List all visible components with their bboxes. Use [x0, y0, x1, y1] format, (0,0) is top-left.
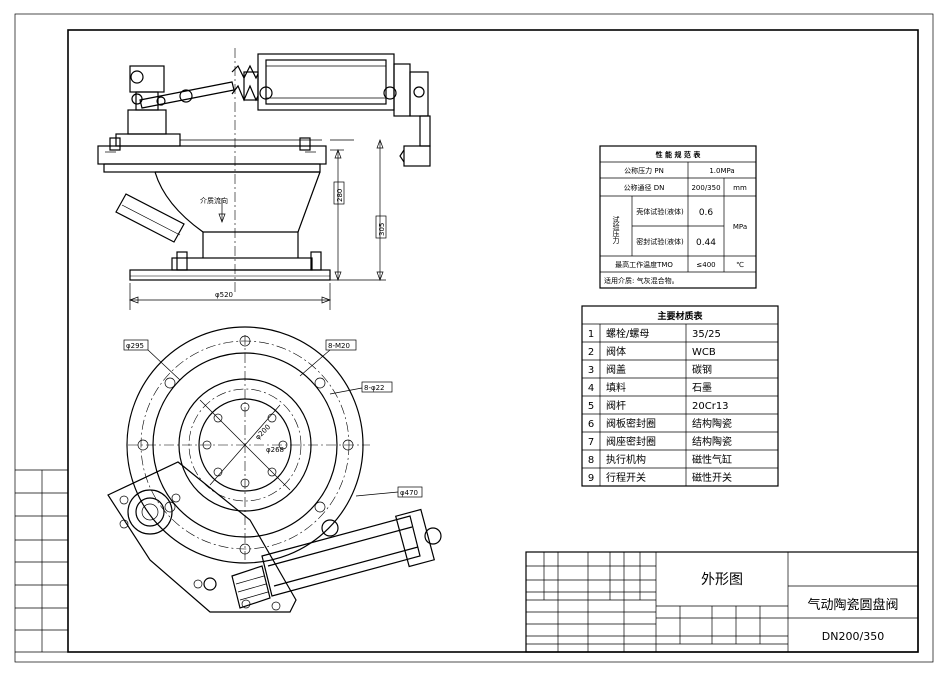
material-row-part: 阀座密封圈: [606, 435, 656, 448]
material-row-number: 4: [588, 383, 594, 394]
material-row-part: 阀盖: [606, 363, 626, 376]
svg-text:φ470: φ470: [400, 489, 418, 497]
callout-phi-470: φ470: [397, 486, 423, 498]
top-view: [107, 326, 442, 613]
perf-shell-test-label: 壳体试验(液体): [636, 207, 684, 216]
callout-8-m20: 8-M20: [325, 339, 357, 351]
callout-8-phi-22: 8-φ22: [361, 381, 393, 393]
svg-text:8-M20: 8-M20: [328, 342, 350, 350]
material-row-number: 5: [588, 401, 594, 412]
dim-phi-200: φ200: [254, 423, 272, 441]
callout-phi-295: φ295: [123, 339, 149, 351]
perf-test-unit: MPa: [733, 223, 747, 231]
material-row-material: 碳钢: [692, 363, 712, 376]
perf-table-title: 性 能 规 范 表: [656, 150, 702, 159]
material-row-material: 石墨: [692, 382, 712, 394]
material-row-number: 7: [588, 437, 594, 448]
svg-text:φ295: φ295: [126, 342, 144, 350]
material-row-number: 9: [588, 473, 594, 484]
perf-temp-unit: ℃: [736, 261, 744, 269]
perf-dn-label: 公称通径 DN: [624, 183, 665, 192]
perf-seal-test-value: 0.44: [696, 238, 716, 248]
material-row-material: 20Cr13: [692, 401, 729, 412]
perf-dn-unit: mm: [733, 184, 747, 192]
perf-pn-value: 1.0MPa: [709, 167, 734, 175]
outer-border: [14, 13, 934, 663]
product-model: DN200/350: [822, 630, 884, 643]
dim-phi-520: φ520: [215, 291, 233, 299]
dim-280: 280: [336, 189, 344, 202]
material-row-part: 阀体: [606, 345, 626, 358]
material-row-number: 6: [588, 419, 594, 430]
material-row-part: 螺栓/螺母: [606, 327, 649, 340]
dim-305: 305: [378, 223, 386, 236]
material-row-material: 结构陶瓷: [692, 417, 732, 430]
material-row-number: 2: [588, 347, 594, 358]
material-row-part: 阀板密封圈: [606, 417, 656, 430]
material-row-material: WCB: [692, 347, 716, 358]
material-row-part: 阀杆: [606, 399, 626, 412]
product-name: 气动陶瓷圆盘阀: [807, 597, 898, 613]
material-row-material: 35/25: [692, 329, 721, 340]
material-row-part: 执行机构: [606, 453, 646, 466]
material-row-number: 8: [588, 455, 594, 466]
material-row-number: 1: [588, 329, 594, 340]
material-row-material: 磁性气缸: [692, 453, 732, 466]
perf-seal-test-label: 密封试验(液体): [636, 237, 684, 246]
inner-frame: [67, 29, 919, 653]
perf-test-group: 试验压力: [612, 215, 620, 245]
front-view: [97, 48, 431, 310]
perf-shell-test-value: 0.6: [699, 208, 714, 218]
material-row-part: 行程开关: [606, 471, 646, 484]
material-row-part: 填料: [606, 381, 626, 394]
perf-medium-note: 适用介质: 气灰混合物。: [604, 276, 679, 285]
perf-pn-label: 公称压力 PN: [624, 166, 664, 175]
drawing-title: 外形图: [701, 572, 743, 588]
material-table-title: 主要材质表: [657, 310, 703, 322]
flow-direction-label: 介质流向: [200, 196, 228, 205]
title-block: 外形图 气动陶瓷圆盘阀 DN200/350: [525, 551, 919, 653]
left-binding-strip: [15, 469, 68, 652]
material-row-material: 结构陶瓷: [692, 435, 732, 448]
performance-spec-table: 性 能 规 范 表 公称压力 PN 1.0MPa 公称通径 DN 200/350…: [599, 145, 757, 289]
material-row-number: 3: [588, 365, 594, 376]
dim-phi-268: φ268: [266, 446, 284, 454]
svg-text:8-φ22: 8-φ22: [364, 384, 385, 392]
perf-temp-label: 最高工作温度TMO: [615, 260, 673, 269]
material-row-material: 磁性开关: [692, 471, 732, 484]
perf-temp-value: ≤400: [696, 261, 715, 269]
material-table: 1 螺栓/螺母 35/25 2 阀体 WCB 3 阀盖 碳钢 4 填料 石墨 5 阀杆 20Cr13 6 阀板密…: [581, 305, 779, 487]
perf-dn-value: 200/350: [691, 184, 720, 192]
